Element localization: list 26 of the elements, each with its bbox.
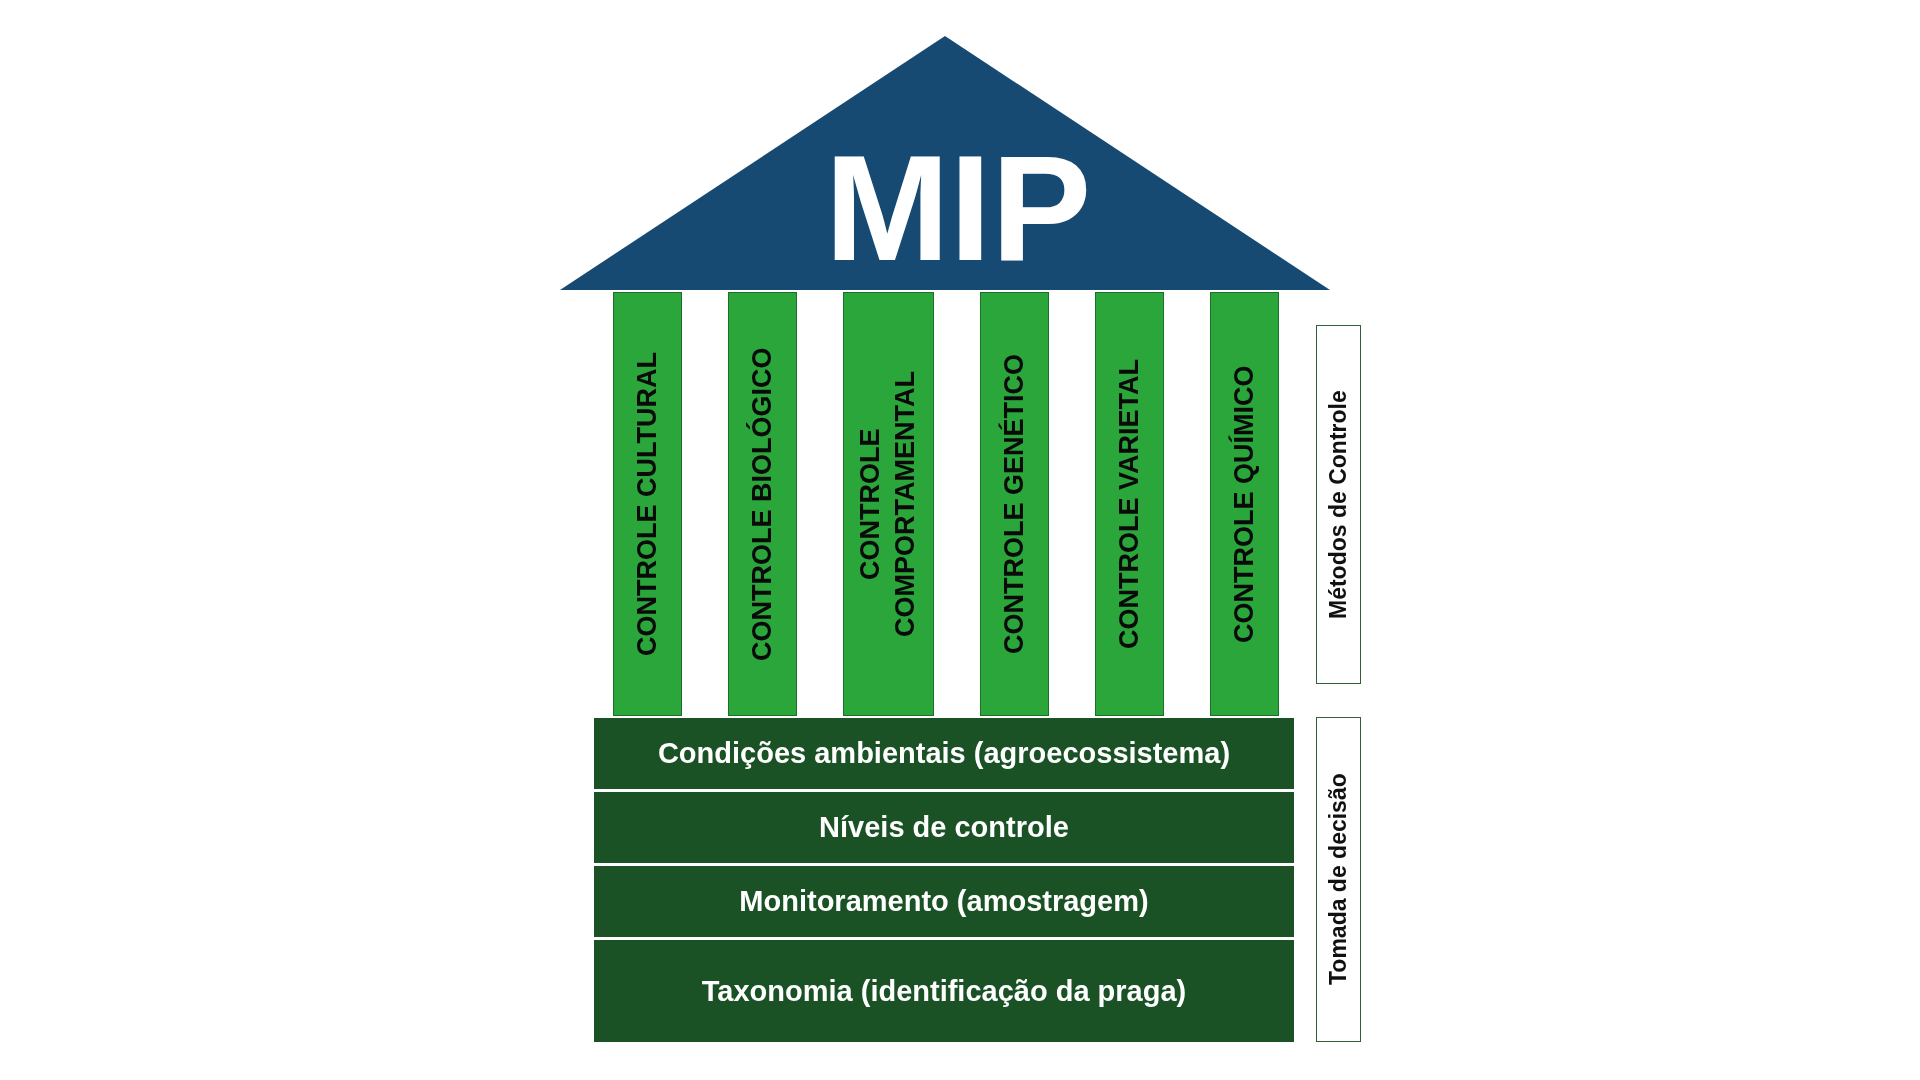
pillar-label: CONTROLE GENÉTICO bbox=[997, 353, 1030, 655]
bracket-label-box bbox=[1316, 325, 1361, 684]
pillar-label: CONTROLE QUÍMICO bbox=[1227, 364, 1260, 644]
pillar bbox=[1210, 292, 1279, 716]
foundation-band bbox=[594, 792, 1294, 863]
foundation-band bbox=[594, 718, 1294, 789]
pillar bbox=[1095, 292, 1164, 716]
roof-title: MIP bbox=[824, 133, 1092, 283]
pillar-label: CONTROLE COMPORTAMENTAL bbox=[854, 370, 922, 638]
pillar-label: CONTROLE VARIETAL bbox=[1112, 358, 1145, 650]
pillar bbox=[613, 292, 682, 716]
foundation-band bbox=[594, 940, 1294, 1042]
roof-triangle bbox=[560, 36, 1330, 290]
band-label: Condições ambientais (agroecossistema) bbox=[657, 737, 1231, 770]
pillar bbox=[728, 292, 797, 716]
pillar-label: CONTROLE BIOLÓGICO bbox=[745, 346, 778, 662]
band-label: Taxonomia (identificação da praga) bbox=[701, 974, 1187, 1008]
band-label: Níveis de controle bbox=[819, 811, 1069, 844]
pillar-label: CONTROLE CULTURAL bbox=[630, 351, 663, 657]
band-label: Monitoramento (amostragem) bbox=[739, 885, 1149, 918]
pillar bbox=[843, 292, 934, 716]
pillar bbox=[980, 292, 1049, 716]
side-label: Métodos de Controle bbox=[1324, 389, 1352, 620]
bracket-label-box bbox=[1316, 717, 1361, 1042]
side-label: Tomada de decisão bbox=[1324, 773, 1352, 986]
foundation-band bbox=[594, 866, 1294, 937]
